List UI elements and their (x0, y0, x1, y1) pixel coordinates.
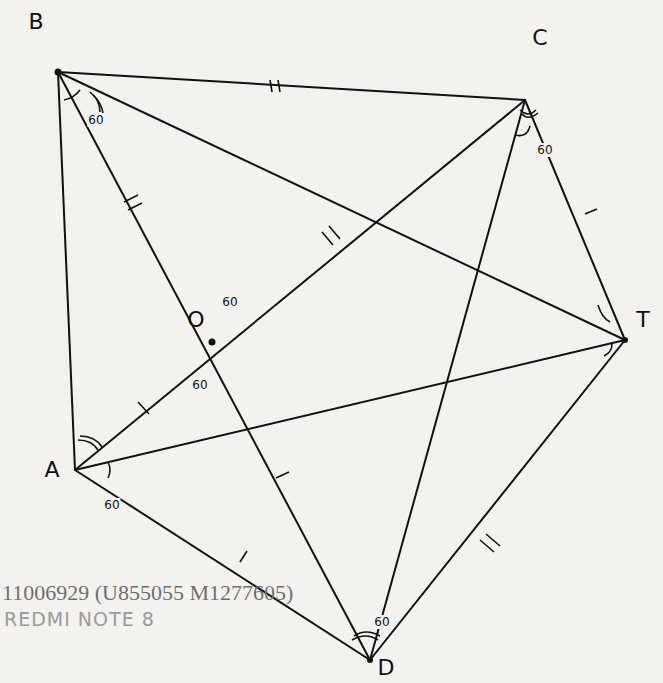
angle-arc (354, 632, 380, 636)
segment-ad (75, 470, 370, 660)
segment-cd (370, 100, 525, 660)
tick-mark (240, 551, 247, 562)
point-label: A (44, 459, 59, 481)
angle-arc (522, 113, 538, 117)
angle-arc (108, 462, 110, 478)
angle-value: 60 (103, 498, 120, 512)
segment-bt (58, 72, 625, 340)
point-label: O (187, 309, 204, 331)
tick-mark (270, 80, 280, 92)
tick-mark (124, 195, 142, 210)
watermark: 11006929 (U855055 M1277605) (2, 582, 293, 604)
angle-arc (520, 110, 536, 114)
point (367, 657, 373, 663)
angle-arc (515, 126, 530, 136)
angle-value: 60 (373, 615, 390, 629)
segment-ac (75, 100, 525, 470)
segment-at (75, 340, 625, 470)
angle-value: 60 (536, 143, 553, 157)
angle-value: 60 (221, 295, 238, 309)
angle-arc (604, 344, 612, 356)
angle-arc (80, 436, 102, 447)
tick-mark (322, 226, 340, 245)
angle-arc (78, 440, 98, 450)
angle-value: 60 (191, 378, 208, 392)
segment-bd (58, 72, 370, 660)
angle-value: 60 (87, 113, 104, 127)
angle-arc (64, 90, 80, 100)
angle-arc (93, 95, 103, 114)
segment-ba (58, 72, 75, 470)
point-label: D (378, 657, 395, 679)
point-label: T (636, 309, 649, 331)
point (622, 337, 628, 343)
segment-bc (58, 72, 525, 100)
watermark: REDMI NOTE 8 (4, 610, 155, 629)
angle-arc (352, 636, 378, 640)
tick-mark (276, 472, 289, 478)
tick-mark (585, 209, 597, 214)
angle-arc (598, 305, 610, 322)
segment-td (370, 340, 625, 660)
tick-mark (138, 402, 149, 414)
point (209, 339, 216, 346)
point-label: C (532, 27, 547, 49)
point (55, 69, 62, 76)
segment-ct (525, 100, 625, 340)
point-label: B (28, 11, 43, 33)
tick-mark (480, 534, 500, 552)
